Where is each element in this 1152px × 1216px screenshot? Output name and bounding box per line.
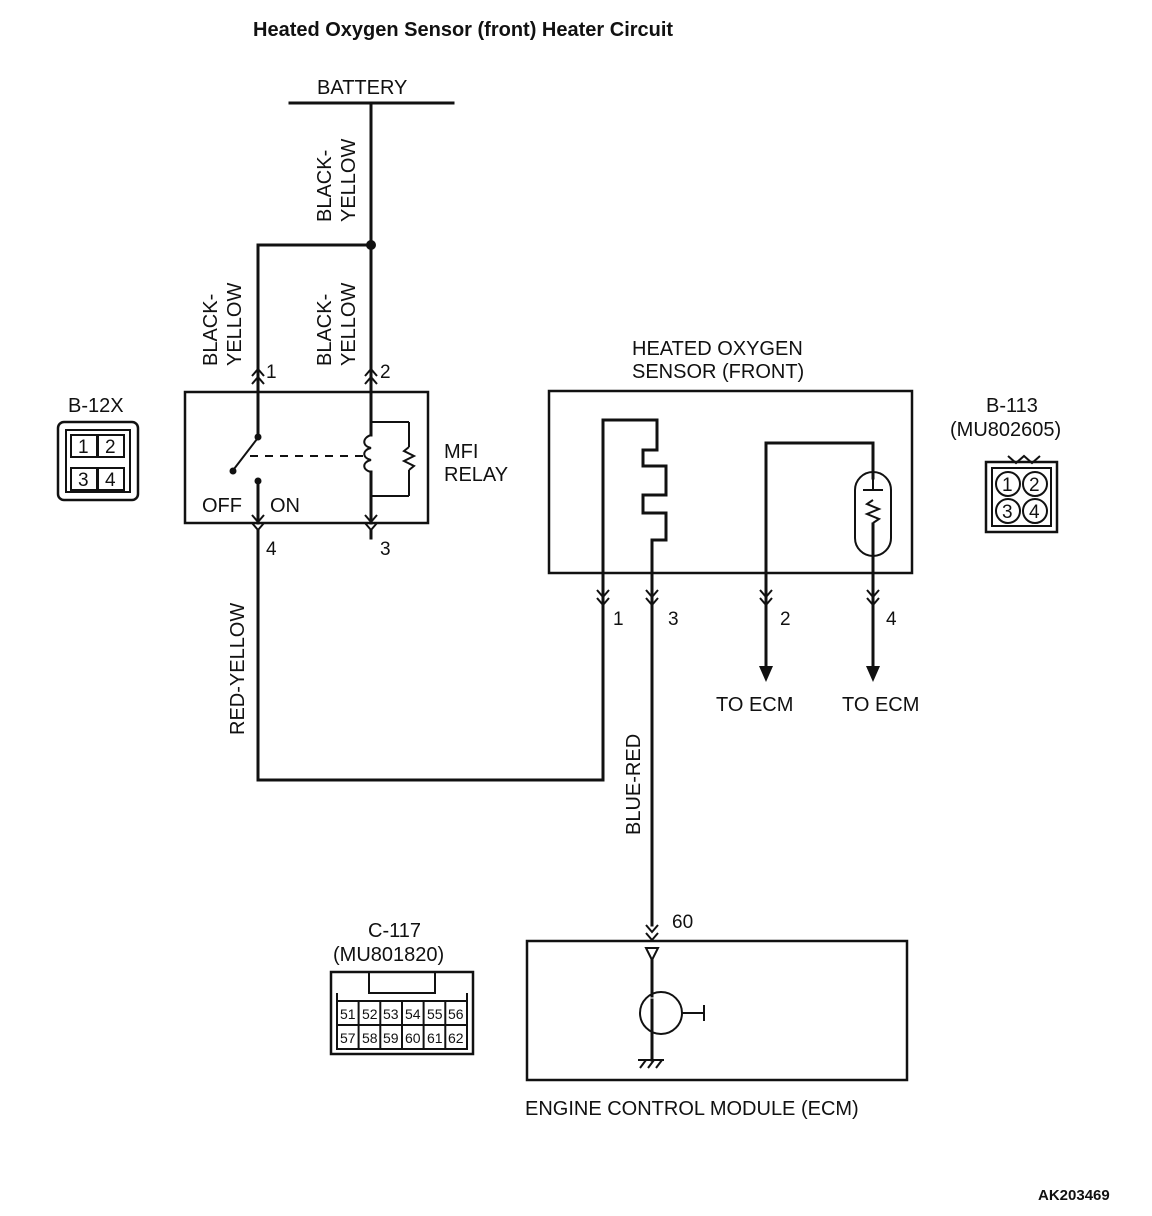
wire-label-line: YELLOW	[338, 139, 360, 222]
sensor-pin-label: 3	[668, 609, 679, 630]
arrow-down-icon	[759, 666, 773, 682]
relay-pin-label: 2	[380, 362, 391, 383]
b12x-pin: 1	[78, 437, 89, 458]
wire-label-relay-pin1: BLACK- YELLOW	[200, 283, 246, 366]
wire-label-line: BLACK-	[200, 294, 222, 366]
c117-pin: 62	[448, 1030, 464, 1046]
c117-label: C-117	[368, 920, 421, 942]
sensor-connector-marks	[596, 589, 880, 607]
c117-pin: 59	[383, 1030, 399, 1046]
mfi-relay-label: MFI	[444, 441, 478, 463]
wire-label-red-yellow: RED-YELLOW	[227, 603, 249, 735]
b113-label: B-113	[986, 395, 1038, 417]
b113-pin: 3	[1002, 502, 1013, 523]
b12x-pin: 4	[105, 470, 116, 491]
b113-pin: 2	[1029, 475, 1040, 496]
relay-pin-label: 4	[266, 539, 277, 560]
ecm-pin-label: 60	[672, 912, 693, 933]
heated-oxygen-sensor-box	[547, 389, 914, 575]
c117-connector-icon: 51 52 53 54 55 56 57 58 59 60 61 62	[329, 970, 475, 1056]
c117-pin: 52	[362, 1006, 378, 1022]
c117-part-number: (MU801820)	[333, 944, 444, 966]
b12x-pin: 3	[78, 470, 89, 491]
relay-pin-label: 1	[266, 362, 277, 383]
sensor-pin-label: 2	[780, 609, 791, 630]
to-ecm-label: TO ECM	[716, 694, 793, 716]
b113-pin: 4	[1029, 502, 1040, 523]
ecm-connector-mark	[645, 924, 659, 942]
mfi-relay-box	[183, 390, 430, 525]
sensor-pin-label: 4	[886, 609, 897, 630]
switch-contact	[254, 477, 262, 485]
to-ecm-label: TO ECM	[842, 694, 919, 716]
wire-label-relay-pin2: BLACK- YELLOW	[314, 283, 360, 366]
wire-label-battery-feed: BLACK- YELLOW	[314, 139, 360, 222]
wire-label-line: BLACK-	[314, 150, 336, 222]
relay-coil-icon	[363, 390, 417, 525]
c117-pin: 51	[340, 1006, 356, 1022]
ecm-label: ENGINE CONTROL MODULE (ECM)	[525, 1098, 859, 1120]
diagram-title: Heated Oxygen Sensor (front) Heater Circ…	[253, 19, 673, 41]
wire-label-line: BLACK-	[314, 294, 336, 366]
c117-pin: 53	[383, 1006, 399, 1022]
sensor-label: SENSOR (FRONT)	[632, 361, 804, 383]
arrow-down-icon	[866, 666, 880, 682]
c117-pin: 60	[405, 1030, 421, 1046]
switch-off-label: OFF	[202, 495, 242, 517]
c117-pin: 56	[448, 1006, 464, 1022]
relay-pin-label: 3	[380, 539, 391, 560]
b113-pin: 1	[1002, 475, 1013, 496]
c117-pin: 58	[362, 1030, 378, 1046]
b113-part-number: (MU802605)	[950, 419, 1061, 441]
b12x-label: B-12X	[68, 395, 124, 417]
b113-connector-icon: 1 2 3 4	[984, 454, 1059, 534]
sensor-pin-label: 1	[613, 609, 624, 630]
mfi-relay-label: RELAY	[444, 464, 508, 486]
transistor-icon	[638, 947, 705, 1069]
ecm-box	[525, 939, 909, 1082]
b12x-connector-icon: 1 2 3 4	[56, 420, 140, 502]
oxygen-sensing-element-icon	[764, 441, 892, 575]
battery-label: BATTERY	[317, 77, 407, 99]
c117-pin: 55	[427, 1006, 443, 1022]
c117-pin: 57	[340, 1030, 356, 1046]
switch-blade-icon	[233, 438, 258, 470]
c117-pin: 54	[405, 1006, 421, 1022]
wire-label-line: YELLOW	[224, 283, 246, 366]
sensor-label: HEATED OXYGEN	[632, 338, 803, 360]
svg-text:BLUE-RED: BLUE-RED	[623, 734, 645, 835]
svg-text:RED-YELLOW: RED-YELLOW	[227, 603, 249, 735]
switch-on-label: ON	[270, 495, 300, 517]
figure-id: AK203469	[1038, 1187, 1110, 1204]
heater-element-icon	[601, 418, 668, 575]
wire-label-blue-red: BLUE-RED	[623, 734, 645, 835]
wire-label-line: YELLOW	[338, 283, 360, 366]
b12x-pin: 2	[105, 437, 116, 458]
c117-pin: 61	[427, 1030, 443, 1046]
switch-contact	[229, 467, 237, 475]
